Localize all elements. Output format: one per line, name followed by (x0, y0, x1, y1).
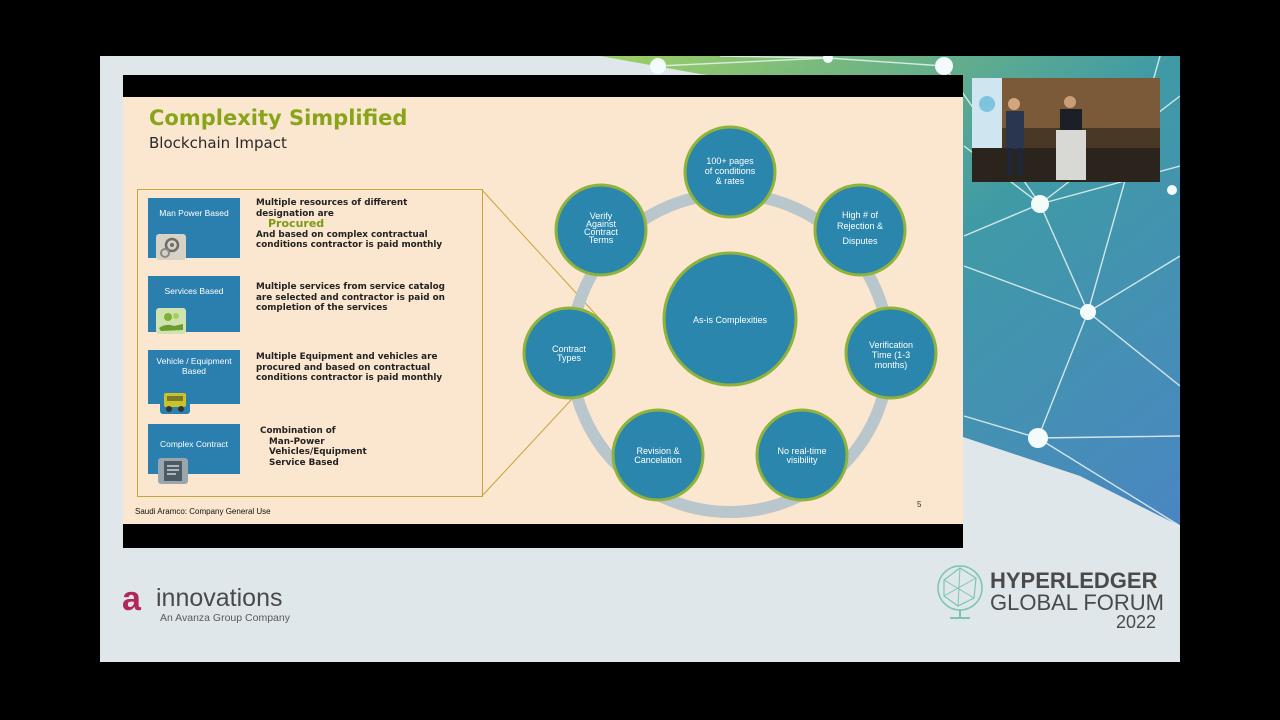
svg-text:Against: Against (586, 219, 617, 229)
svg-text:Contract: Contract (552, 344, 587, 354)
vehicle-label: Vehicle / Equipment Based (156, 356, 232, 376)
complex-line-4: Service Based (269, 457, 339, 468)
complexities-diagram: As-is Complexities 100+ pages of conditi… (522, 125, 938, 518)
svg-text:of conditions: of conditions (705, 166, 756, 176)
svg-text:Types: Types (557, 353, 582, 363)
svg-text:Revision &: Revision & (636, 446, 679, 456)
slide: Complexity Simplified Blockchain Impact … (123, 97, 963, 524)
logo-tagline: An Avanza Group Company (160, 612, 290, 624)
node-verification-time: Verification Time (1-3 months) (844, 306, 938, 400)
speaker-scene (972, 78, 1160, 182)
complex-line-2: Man-Power (269, 436, 325, 447)
complex-line-1: Combination of (260, 426, 336, 436)
slide-letterbox-bottom (123, 524, 963, 548)
svg-text:Contract: Contract (584, 227, 619, 237)
complex-contract-description: Combination of Man-Power Vehicles/Equipm… (260, 426, 460, 468)
svg-text:High # of: High # of (842, 210, 879, 220)
service-hand-icon (156, 308, 186, 334)
node-pages-conditions: 100+ pages of conditions & rates (683, 125, 777, 219)
node-verify-contract-terms: Verify Against Contract Terms (554, 183, 648, 277)
node-rejection-disputes: High # of Rejection & Disputes (813, 183, 907, 277)
svg-text:& rates: & rates (716, 176, 745, 186)
logo-name: innovations (156, 584, 283, 612)
man-power-description: Multiple resources of different designat… (256, 198, 456, 251)
svg-text:Disputes: Disputes (842, 236, 878, 246)
slide-page-number: 5 (917, 500, 922, 509)
hyperledger-wordmark: HYPERLEDGER (990, 568, 1158, 593)
svg-text:Verify: Verify (590, 211, 613, 221)
svg-text:No real-time: No real-time (777, 446, 826, 456)
gears-icon (156, 234, 186, 260)
complex-contract-label: Complex Contract (159, 439, 229, 449)
services-label: Services Based (164, 286, 224, 296)
svg-text:Verification: Verification (869, 340, 913, 350)
globe-icon (937, 565, 983, 619)
slide-letterbox-top (123, 75, 963, 97)
center-node (662, 251, 798, 387)
complex-line-3: Vehicles/Equipment (269, 447, 367, 457)
slide-subtitle: Blockchain Impact (149, 134, 287, 152)
document-icon (158, 458, 188, 484)
vehicle-text: Multiple Equipment and vehicles are proc… (256, 352, 443, 383)
slide-footer: Saudi Aramco: Company General Use (135, 507, 271, 516)
svg-text:Rejection &: Rejection & (837, 221, 883, 231)
svg-text:Cancelation: Cancelation (634, 455, 682, 465)
services-text: Multiple services from service catalog a… (256, 282, 445, 313)
node-contract-types: Contract Types (522, 306, 616, 400)
man-power-label: Man Power Based (159, 208, 229, 218)
truck-icon (160, 388, 190, 414)
logo-mark: a (122, 580, 141, 618)
center-node-label: As-is Complexities (693, 315, 768, 325)
svg-text:Terms: Terms (589, 235, 614, 245)
man-power-text: Multiple resources of different designat… (256, 198, 408, 219)
procured-highlight: Procured (268, 217, 325, 230)
forum-year: 2022 (1116, 612, 1157, 632)
presentation-frame: Complexity Simplified Blockchain Impact … (100, 56, 1180, 662)
svg-text:100+ pages: 100+ pages (706, 156, 754, 166)
man-power-text-continued: And based on complex contractual conditi… (256, 229, 443, 251)
hyperledger-logo: HYPERLEDGER GLOBAL FORUM 2022 (934, 562, 1174, 642)
svg-text:visibility: visibility (786, 455, 818, 465)
svg-text:months): months) (875, 360, 908, 370)
node-revision-cancelation: Revision & Cancelation (611, 408, 705, 502)
global-forum-wordmark: GLOBAL FORUM (990, 590, 1164, 615)
contract-types-panel: Man Power Based Multiple resources of di… (137, 189, 483, 497)
svg-text:Time (1-3: Time (1-3 (872, 350, 910, 360)
speaker-video (972, 78, 1160, 182)
slide-title: Complexity Simplified (149, 106, 408, 130)
node-real-time-visibility: No real-time visibility (755, 408, 849, 502)
